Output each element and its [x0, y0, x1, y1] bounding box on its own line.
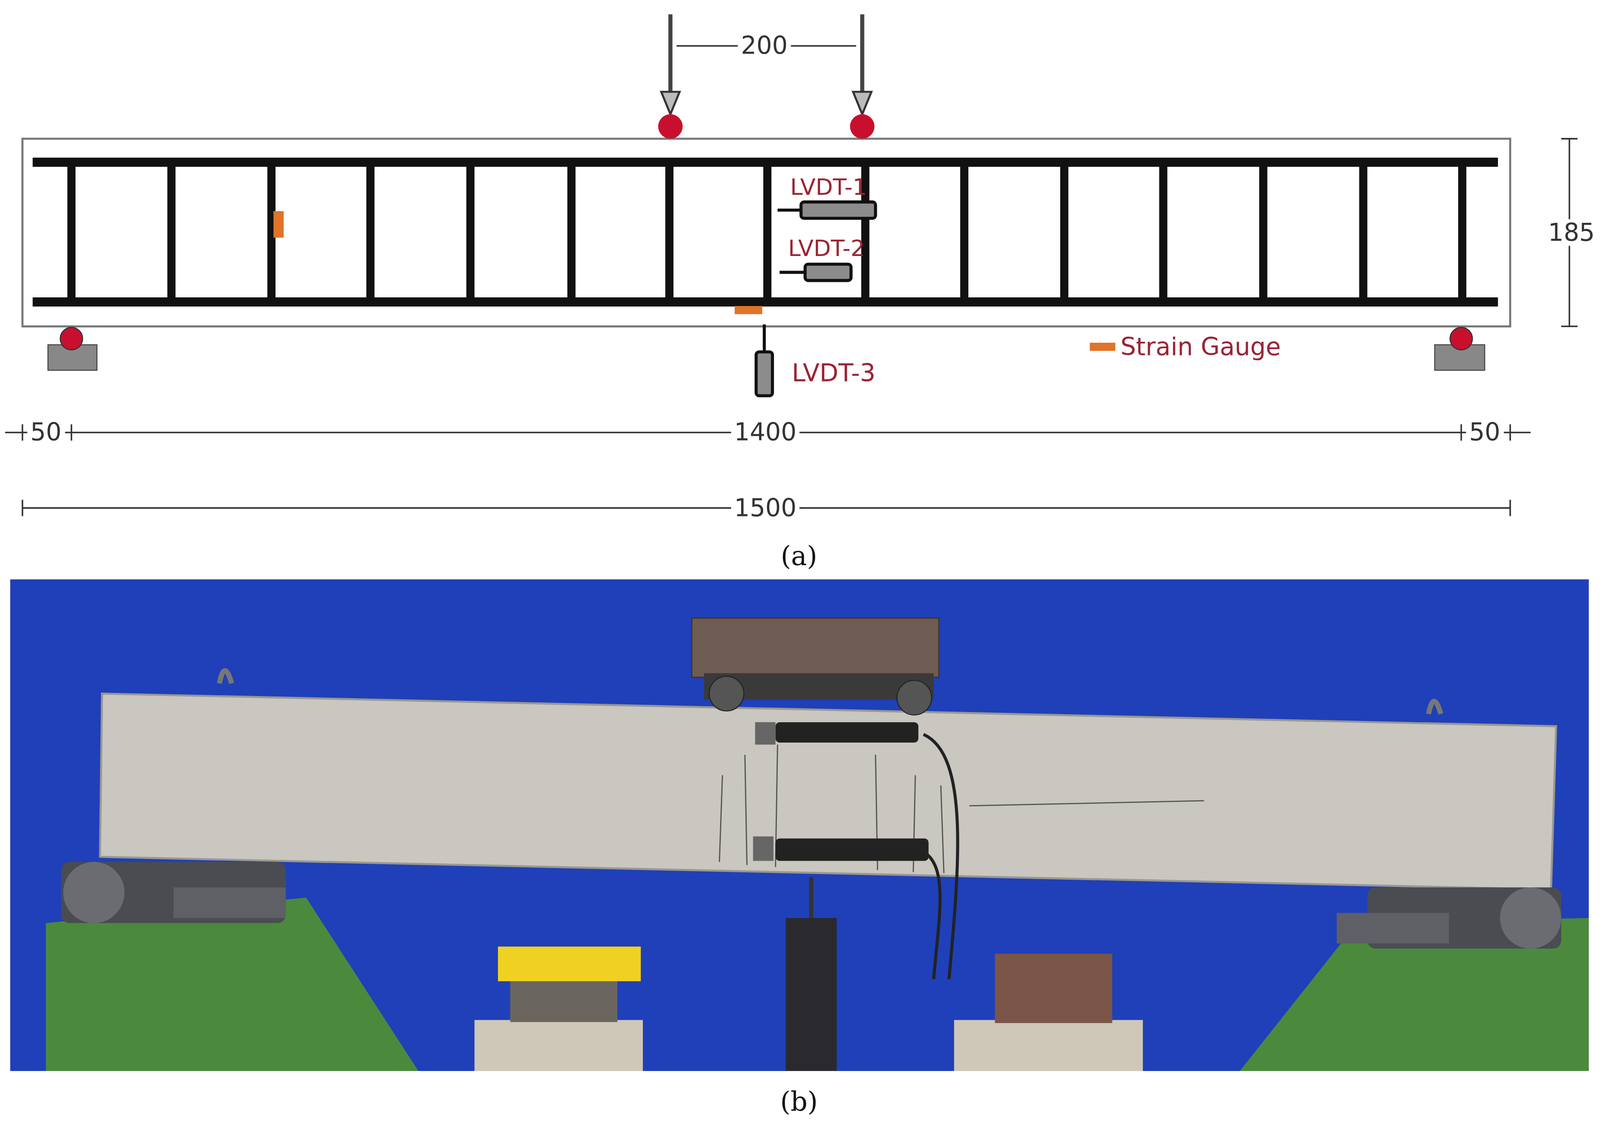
drawing-line	[366, 162, 375, 302]
drawing-polygon	[661, 91, 680, 115]
drawing-rect	[785, 918, 837, 1072]
drawing-g	[71, 162, 1463, 302]
drawing-path	[719, 775, 723, 863]
drawing-rect	[1336, 913, 1449, 944]
drawing-circle	[709, 676, 744, 711]
drawing-rect	[691, 618, 940, 678]
drawing-rect	[804, 264, 852, 281]
dimension-label: 200	[737, 32, 791, 60]
load-arrows	[658, 14, 875, 139]
drawing-rect	[775, 838, 929, 862]
dimension-label: 185	[1544, 219, 1598, 247]
dimension-lines	[5, 138, 1578, 517]
drawing-line	[70, 424, 73, 442]
drawing-rect	[753, 836, 774, 862]
strain-gauges	[273, 211, 763, 315]
drawing-line	[1561, 325, 1578, 328]
drawing-path	[969, 801, 1204, 807]
drawing-circle	[849, 114, 875, 139]
drawing-ellipse	[63, 862, 125, 924]
drawing-line	[777, 208, 802, 212]
drawing-line	[167, 162, 176, 302]
drawing-rect	[61, 862, 286, 924]
sensor-label: LVDT-1	[790, 176, 868, 199]
drawing-line	[1458, 162, 1467, 302]
drawing-rect	[775, 722, 919, 743]
drawing-rect	[10, 579, 1589, 1072]
test-photo	[10, 579, 1589, 1072]
drawing-line	[21, 424, 24, 442]
drawing-rect	[510, 981, 618, 1023]
drawing-rect	[801, 202, 876, 219]
drawing-circle	[1449, 327, 1473, 351]
drawing-circle	[658, 114, 683, 139]
panel-label: (a)	[777, 541, 821, 571]
drawing-line	[762, 324, 766, 353]
drawing-rect	[734, 306, 763, 315]
drawing-line	[1259, 162, 1268, 302]
drawing-rect	[754, 722, 776, 746]
drawing-line	[809, 877, 814, 919]
drawing-rect	[954, 1020, 1143, 1072]
drawing-rect	[497, 946, 641, 982]
drawing-path	[940, 785, 944, 874]
drawing-line	[668, 14, 673, 94]
drawing-line	[567, 162, 576, 302]
drawing-circle	[896, 680, 932, 716]
drawing-line	[1060, 162, 1069, 302]
drawing-line	[763, 162, 772, 302]
drawing-rect	[995, 954, 1113, 1024]
dimension-label: 1500	[731, 494, 800, 522]
drawing-polygon	[100, 693, 1557, 890]
drawing-path	[219, 670, 232, 684]
drawing-circle	[60, 327, 83, 351]
drawing-line	[779, 270, 807, 274]
dimension-label: 1400	[731, 419, 800, 447]
legend-text: Strain Gauge	[1120, 334, 1281, 360]
drawing-rect	[273, 211, 284, 238]
drawing-path	[923, 851, 940, 980]
dimension-label: 50	[1465, 419, 1503, 447]
drawing-path	[1428, 701, 1441, 715]
drawing-rect	[173, 887, 286, 919]
drawing-rect	[22, 138, 1511, 327]
lvdt-symbols	[756, 202, 876, 397]
panel-label: (b)	[776, 1087, 821, 1117]
drawing-line	[1358, 162, 1368, 302]
sensor-label: LVDT-2	[788, 237, 865, 260]
drawing-line	[1561, 137, 1578, 140]
drawing-line	[1509, 424, 1512, 442]
drawing-path	[923, 734, 958, 980]
drawing-rect	[474, 1020, 644, 1072]
drawing-line	[21, 500, 24, 517]
drawing-line	[1159, 162, 1168, 302]
drawing-line	[960, 162, 969, 302]
drawing-path	[745, 754, 748, 866]
drawing-g	[719, 745, 1205, 874]
drawing-line	[466, 162, 475, 302]
drawing-polygon	[46, 898, 419, 1072]
drawing-line	[1509, 500, 1512, 517]
drawing-polygon	[853, 91, 872, 115]
sensor-label: LVDT-3	[792, 361, 876, 386]
drawing-ellipse	[1499, 887, 1562, 949]
legend-swatch	[1089, 342, 1116, 351]
drawing-rect	[756, 352, 773, 397]
beam-schematic	[5, 14, 1578, 517]
drawing-line	[67, 162, 76, 302]
drawing-line	[860, 14, 865, 94]
drawing-line	[665, 162, 674, 302]
drawing-line	[1460, 424, 1463, 442]
dimension-label: 50	[27, 419, 65, 447]
